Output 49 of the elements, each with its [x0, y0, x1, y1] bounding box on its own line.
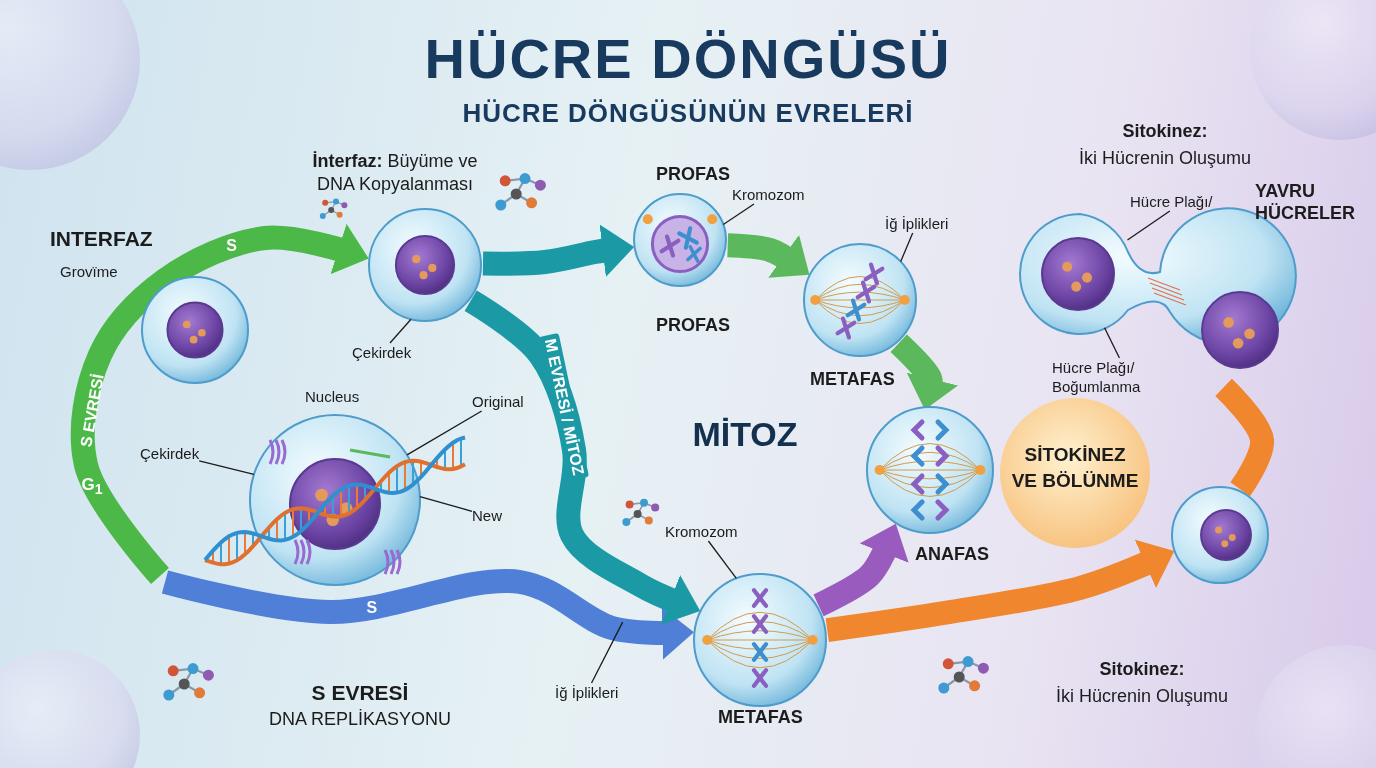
callout-text: Çekirdek [352, 343, 412, 362]
arrow-label: G$_{1}$ [81, 474, 103, 500]
leader-line [419, 495, 473, 512]
callout-text: Hücre Plağı/ [1130, 192, 1213, 211]
leader-line [389, 318, 412, 344]
leader-line [722, 203, 755, 226]
cycle-arrow [70, 223, 369, 584]
subtitle: HÜCRE DÖNGÜSÜNÜN EVRELERİ [462, 98, 914, 129]
leader-line [590, 621, 624, 684]
center-heading: MİTOZ [692, 415, 798, 454]
callout-text: İğ İplikleri [885, 214, 949, 233]
callout-text: Kromozom [732, 185, 805, 204]
callout-text: New [472, 506, 502, 525]
phase-note: Grovïme [60, 262, 118, 282]
cycle-arrow [464, 290, 701, 625]
leader-line [198, 460, 255, 475]
phase-note: İki Hücrenin Oluşumu [1078, 147, 1252, 170]
leader-line [1126, 210, 1171, 241]
phase-label: ANAFAS [915, 543, 989, 565]
cycle-arrow [813, 523, 909, 617]
phase-heading: S EVRESİ [311, 680, 409, 706]
phase-note: DNA REPLİKASYONU [268, 708, 452, 731]
phase-label: YAVRU HÜCRELER [1255, 180, 1356, 224]
phase-heading: Sitokinez: [1099, 658, 1185, 681]
phase-label: METAFAS [718, 706, 803, 728]
phase-label: PROFAS [656, 163, 730, 185]
phase-heading: Sitokinez: [1122, 120, 1208, 143]
phase-note: İki Hücrenin Oluşumu [1055, 685, 1229, 708]
callout-text: Original [472, 392, 524, 411]
leader-line [1103, 327, 1121, 359]
callout-text: Hücre Plağı/ Boğumlanma [1052, 358, 1162, 396]
arrow-label: S EVRESİ [76, 372, 108, 449]
leader-line [406, 410, 483, 456]
callout-text: Kromozom [665, 522, 738, 541]
callout-text: İğ İplikleri [555, 683, 619, 702]
leader-line [707, 540, 737, 580]
stage-title: SİTOKİNEZ VE BÖLÜNME [1010, 443, 1140, 493]
cycle-arrow [825, 539, 1175, 642]
phase-heading: INTERFAZ [50, 226, 153, 252]
cycle-arrow [727, 233, 810, 278]
nucleus-label: Nucleus [305, 387, 360, 407]
cycle-arrow [482, 224, 635, 277]
leader-line [900, 232, 914, 263]
cycle-arrow [161, 569, 694, 660]
phase-heading: İnterfaz: Büyüme ve DNA Kopyalanması [311, 150, 479, 196]
diagram-title: HÜCRE DÖNGÜSÜ [424, 26, 952, 91]
callout-text: Çekirdek [140, 444, 200, 463]
phase-label: PROFAS [656, 314, 730, 336]
phase-label: METAFAS [810, 368, 895, 390]
